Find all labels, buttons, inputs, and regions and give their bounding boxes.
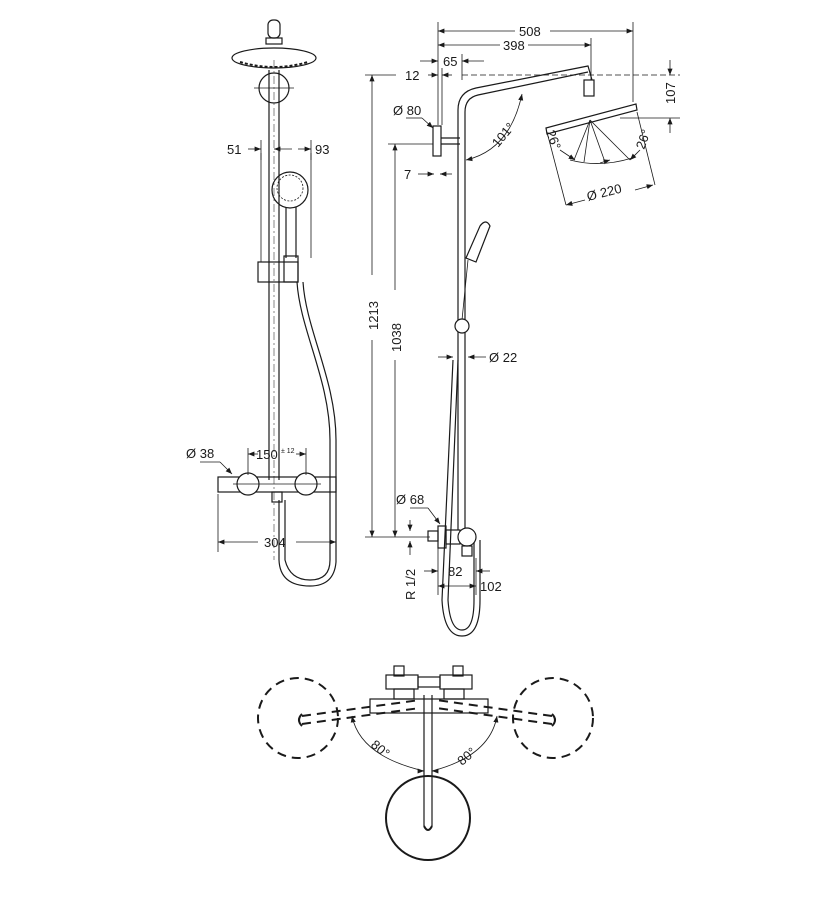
dim-label-38: Ø 38: [186, 446, 214, 461]
dim-label-12: 12: [405, 68, 419, 83]
side-view: 508 398 65 12 107 Ø 80: [365, 22, 680, 637]
dim-label-51: 51: [227, 142, 241, 157]
dim-304: 304: [217, 494, 337, 552]
dim-label-150-tolerance: ± 12: [281, 448, 295, 455]
angle-label-left: 80°: [368, 737, 393, 761]
dim-7: 7: [404, 167, 452, 182]
dim-label-82: 82: [448, 564, 462, 579]
dim-label-1213: 1213: [366, 301, 381, 330]
dim-label-22: Ø 22: [489, 350, 517, 365]
dim-1213: 1213: [365, 75, 430, 538]
dim-label-220: Ø 220: [585, 181, 623, 204]
angle-label-right: 80°: [454, 744, 479, 768]
dim-label-93: 93: [315, 142, 329, 157]
dim-label-68: Ø 68: [396, 492, 424, 507]
dim-22: Ø 22: [438, 350, 517, 365]
side-shower-head: [545, 79, 638, 163]
dim-label-1038: 1038: [389, 323, 404, 352]
dim-220: Ø 220: [547, 111, 656, 206]
dim-26: 26° 26°: [543, 127, 654, 165]
dim-label-102: 102: [480, 579, 502, 594]
dim-68: Ø 68: [396, 492, 441, 525]
dim-101: 101°: [465, 93, 524, 162]
side-hand-shower: [441, 221, 491, 637]
dim-label-398: 398: [503, 38, 525, 53]
dim-38: Ø 38: [186, 446, 233, 475]
dim-label-508: 508: [519, 24, 541, 39]
hose: [278, 281, 337, 587]
dim-65: 65: [420, 54, 484, 80]
hand-shower-icon: [257, 153, 312, 283]
swing-circle-center: [385, 775, 471, 861]
dim-label-26-left: 26°: [543, 128, 564, 152]
swing-circle-right: [512, 677, 594, 759]
dim-r12: R 1/2: [403, 520, 418, 600]
thermostat-mixer: [217, 472, 337, 503]
dim-label-65: 65: [443, 54, 457, 69]
dim-label-26-right: 26°: [633, 127, 654, 151]
dim-label-304: 304: [264, 535, 286, 550]
dim-label-r12: R 1/2: [403, 569, 418, 600]
top-mixer: [369, 665, 489, 714]
top-view: 80° 80°: [257, 665, 594, 861]
dim-150: 150 ± 12: [247, 447, 307, 475]
dim-1038: 1038: [388, 143, 433, 537]
side-mixer: [427, 525, 477, 557]
dim-107: 107: [620, 60, 680, 133]
dim-label-107: 107: [663, 82, 678, 104]
dim-51-93: 51 93: [227, 140, 329, 160]
side-riser: [457, 65, 593, 530]
dim-80: Ø 80: [393, 103, 434, 129]
front-view: 51 93 Ø 38 150 ± 12 304: [186, 19, 337, 587]
wall-bracket: [432, 125, 442, 157]
dim-label-7: 7: [404, 167, 411, 182]
dim-label-80: Ø 80: [393, 103, 421, 118]
dim-398: 398: [438, 38, 592, 80]
riser-pipe: [268, 60, 280, 560]
dim-508: 508: [437, 22, 634, 125]
dim-82-102: 82 102: [424, 548, 502, 595]
swing-circle-left: [257, 677, 339, 759]
dim-label-101: 101°: [489, 120, 518, 150]
dim-label-150: 150: [256, 447, 278, 462]
